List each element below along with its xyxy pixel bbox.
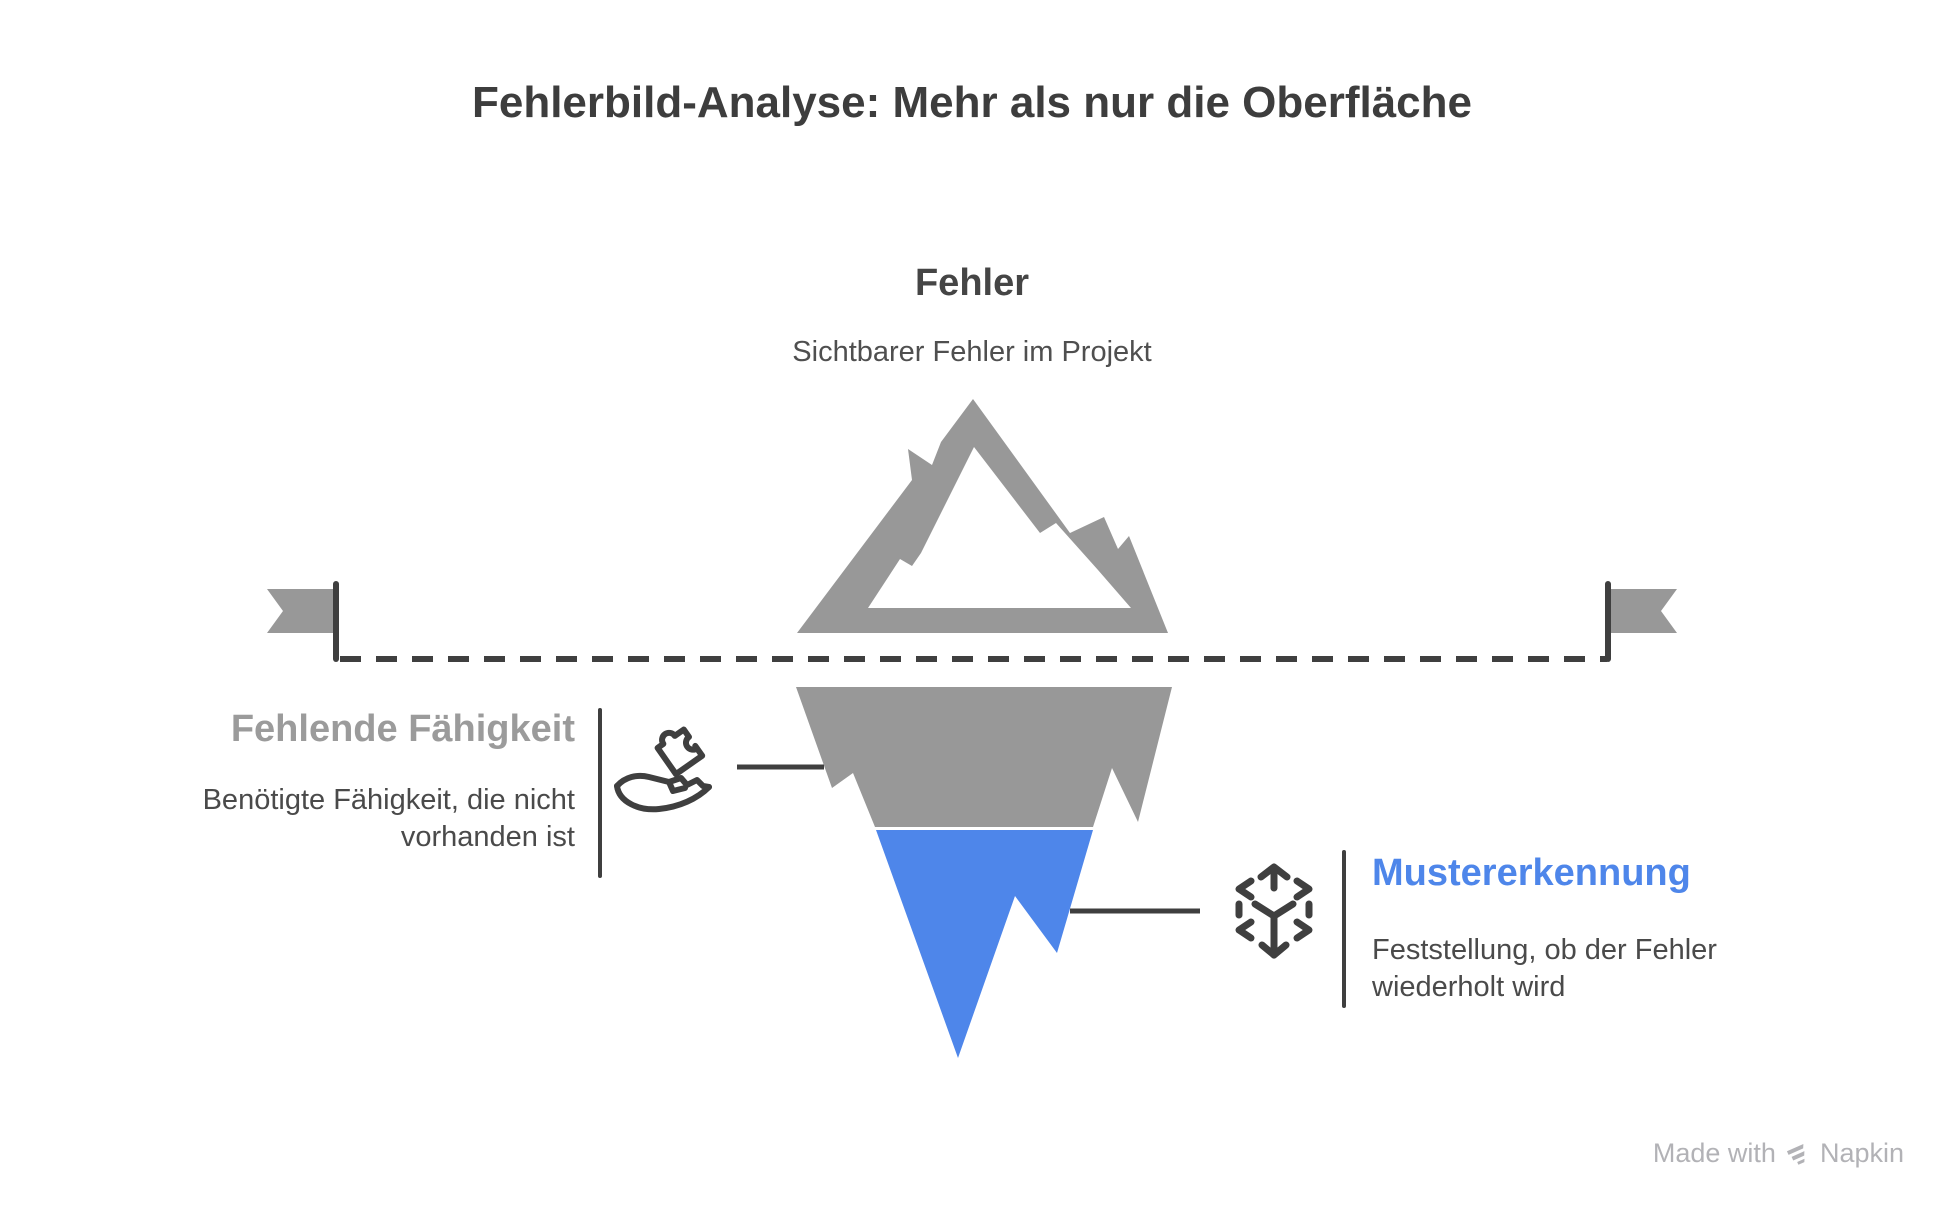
iceberg-underwater-mid-section bbox=[796, 687, 1172, 827]
right-section-description: Feststellung, ob der Fehler wiederholt w… bbox=[1372, 934, 1717, 1003]
surface-description: Sichtbarer Fehler im Projekt bbox=[792, 336, 1152, 368]
left-section-description: Benötigte Fähigkeit, die nicht vorhanden… bbox=[202, 784, 575, 853]
3d-cube-icon bbox=[1235, 863, 1313, 959]
iceberg-underwater-deep-section bbox=[876, 830, 1093, 1058]
watermark-brand: Napkin bbox=[1819, 1138, 1904, 1168]
hand-holding-puzzle-icon bbox=[614, 726, 712, 813]
left-section-divider bbox=[598, 708, 602, 878]
right-section-divider bbox=[1342, 850, 1346, 1008]
right-flag-banner-icon bbox=[1611, 589, 1677, 633]
right-section-heading: Mustererkennung bbox=[1372, 852, 1691, 894]
left-flag-banner-icon bbox=[267, 589, 333, 633]
page-title: Fehlerbild-Analyse: Mehr als nur die Obe… bbox=[471, 78, 1473, 127]
watermark-link[interactable]: Made with Napkin bbox=[1653, 1138, 1904, 1169]
surface-heading: Fehler bbox=[914, 262, 1030, 304]
watermark-prefix: Made with bbox=[1652, 1138, 1776, 1168]
left-section-heading: Fehlende Fähigkeit bbox=[230, 708, 575, 750]
napkin-logo-icon bbox=[1786, 1143, 1805, 1165]
iceberg-above-water-mountain bbox=[797, 399, 1168, 633]
